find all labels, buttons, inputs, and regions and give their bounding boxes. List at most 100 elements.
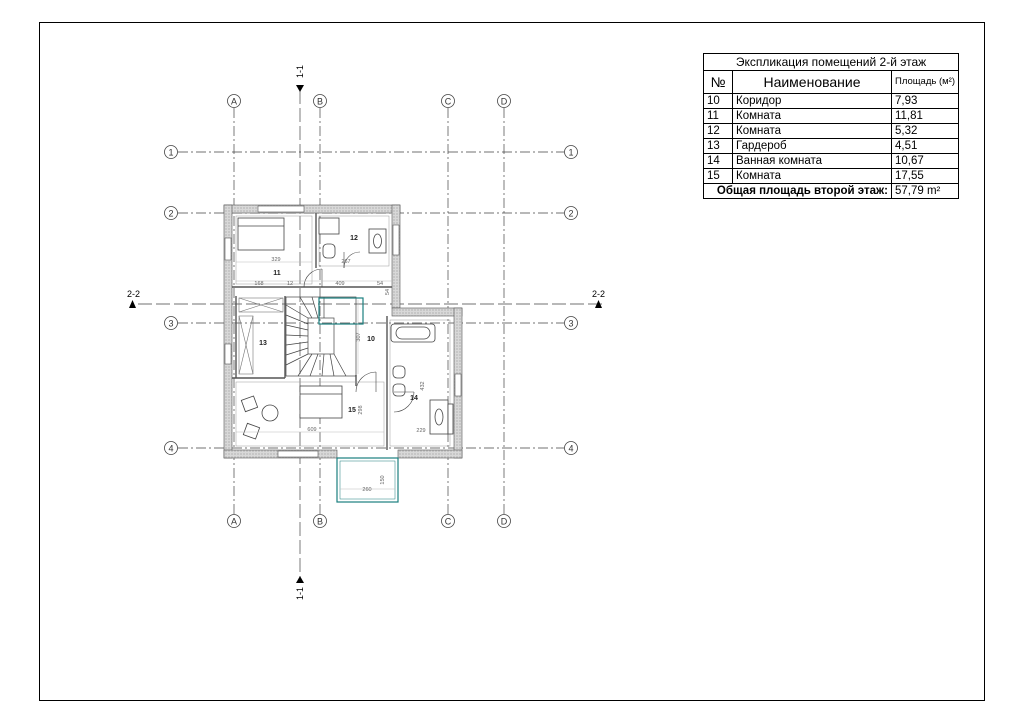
dimension-number: 168 bbox=[254, 281, 263, 287]
axis-bubble bbox=[164, 316, 178, 330]
dimension-number: 609 bbox=[307, 427, 316, 433]
dimension-number: 298 bbox=[358, 405, 364, 414]
wardrobe-shelves bbox=[238, 297, 284, 375]
dimension-number: 329 bbox=[271, 257, 280, 263]
axis-bubble bbox=[497, 94, 511, 108]
axis-bubble bbox=[227, 514, 241, 528]
row-area: 4,51 bbox=[890, 138, 960, 154]
axis-label: B bbox=[317, 517, 323, 527]
round-table bbox=[261, 404, 279, 422]
section-markers bbox=[129, 85, 602, 583]
dimension-number: 150 bbox=[380, 475, 386, 484]
axis-label: D bbox=[501, 517, 508, 527]
axis-label: A bbox=[231, 97, 237, 107]
row-number: 14 bbox=[703, 153, 733, 169]
staircase bbox=[285, 296, 357, 377]
table-header: № Наименование Площадь (м²) bbox=[703, 70, 960, 94]
drawing-frame bbox=[39, 22, 985, 701]
balcony bbox=[336, 457, 399, 503]
section-label: 1-1 bbox=[295, 587, 305, 600]
axis-bubble bbox=[313, 514, 327, 528]
axis-bubble bbox=[564, 316, 578, 330]
axis-label: D bbox=[501, 97, 508, 107]
bed-room-15 bbox=[299, 385, 343, 419]
windows bbox=[224, 205, 462, 458]
section-labels: 1-1 1-1 2-2 2-2 bbox=[127, 65, 605, 600]
partitions bbox=[232, 213, 392, 450]
toilet-room-12 bbox=[318, 217, 340, 235]
axis-label: C bbox=[445, 97, 452, 107]
row-number: 10 bbox=[703, 93, 733, 109]
row-number: 13 bbox=[703, 138, 733, 154]
door-swings bbox=[303, 251, 415, 413]
axis-label: 4 bbox=[168, 444, 173, 454]
table-caption: Экспликация помещений 2-й этаж bbox=[703, 53, 959, 71]
row-name: Комната bbox=[732, 108, 892, 124]
total-row: Общая площадь второй этаж: 57,79 m² bbox=[703, 183, 960, 199]
furniture bbox=[237, 217, 454, 440]
room-outlines bbox=[235, 215, 451, 447]
bidet bbox=[392, 365, 406, 379]
axis-bubble bbox=[497, 514, 511, 528]
row-name: Комната bbox=[732, 123, 892, 139]
axis-bubble bbox=[564, 206, 578, 220]
axis-labels: A B C D A B C D 1 2 3 4 1 2 3 4 bbox=[168, 97, 573, 527]
axis-bubble bbox=[441, 514, 455, 528]
axis-label: 3 bbox=[568, 319, 573, 329]
axis-label: B bbox=[317, 97, 323, 107]
axis-bubble bbox=[441, 94, 455, 108]
axis-bubble bbox=[564, 441, 578, 455]
room-number: 11 bbox=[273, 270, 281, 277]
dimension-lines bbox=[236, 261, 395, 490]
room-numbers: 10 11 12 13 14 15 bbox=[259, 235, 418, 414]
section-arrow bbox=[595, 300, 602, 308]
dimension-number: 54 bbox=[377, 281, 383, 287]
row-number: 12 bbox=[703, 123, 733, 139]
row-area: 7,93 bbox=[890, 93, 960, 109]
armchair bbox=[242, 422, 261, 440]
dimension-number: 12 bbox=[287, 281, 293, 287]
axis-bubble bbox=[164, 206, 178, 220]
dimension-number: 432 bbox=[420, 381, 426, 390]
row-area: 5,32 bbox=[890, 123, 960, 139]
armchair bbox=[240, 395, 259, 413]
axis-bubble bbox=[164, 441, 178, 455]
row-name: Ванная комната bbox=[732, 153, 892, 169]
row-name: Комната bbox=[732, 168, 892, 184]
axis-bubble bbox=[313, 94, 327, 108]
section-label: 2-2 bbox=[592, 289, 605, 299]
axis-label: C bbox=[445, 517, 452, 527]
grid-lines bbox=[138, 90, 602, 578]
row-name: Коридор bbox=[732, 93, 892, 109]
rooms-table: Экспликация помещений 2-й этаж № Наимено… bbox=[703, 53, 960, 199]
dimension-number: 54 bbox=[385, 289, 391, 295]
header-area: Площадь (м²) bbox=[890, 70, 960, 94]
axis-label: 2 bbox=[168, 209, 173, 219]
room-number: 12 bbox=[350, 235, 358, 242]
dimension-number: 267 bbox=[341, 259, 350, 265]
row-area: 11,81 bbox=[890, 108, 960, 124]
axis-label: 1 bbox=[568, 148, 573, 158]
axis-bubble bbox=[227, 94, 241, 108]
room-number: 14 bbox=[410, 395, 418, 402]
axis-bubble bbox=[164, 145, 178, 159]
room-number: 10 bbox=[367, 336, 375, 343]
section-arrow bbox=[296, 576, 304, 583]
row-area: 17,55 bbox=[890, 168, 960, 184]
axis-label: 2 bbox=[568, 209, 573, 219]
axis-bubbles bbox=[164, 94, 578, 528]
dimension-number: 229 bbox=[416, 428, 425, 434]
bed-room-11 bbox=[237, 217, 285, 251]
dimension-number: 307 bbox=[356, 332, 362, 341]
total-label: Общая площадь второй этаж: bbox=[703, 183, 892, 199]
toilet-room-14 bbox=[392, 383, 406, 397]
row-name: Гардероб bbox=[732, 138, 892, 154]
section-arrow bbox=[296, 85, 304, 92]
